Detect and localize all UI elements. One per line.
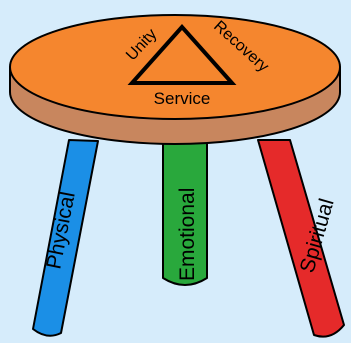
seat-top: [9, 14, 341, 120]
leg-emotional-label: Emotional: [176, 188, 199, 281]
triangle-label-service: Service: [154, 89, 211, 108]
seat-triangle: [127, 23, 237, 85]
leg-physical-shape: [32, 139, 99, 337]
stool-seat: Unity Recovery Service: [9, 14, 341, 145]
leg-spiritual: Spiritual: [257, 139, 345, 338]
leg-emotional-shape: [162, 139, 208, 286]
leg-spiritual-shape: [257, 139, 345, 338]
leg-emotional: Emotional: [162, 139, 208, 286]
leg-physical: Physical: [32, 139, 99, 337]
